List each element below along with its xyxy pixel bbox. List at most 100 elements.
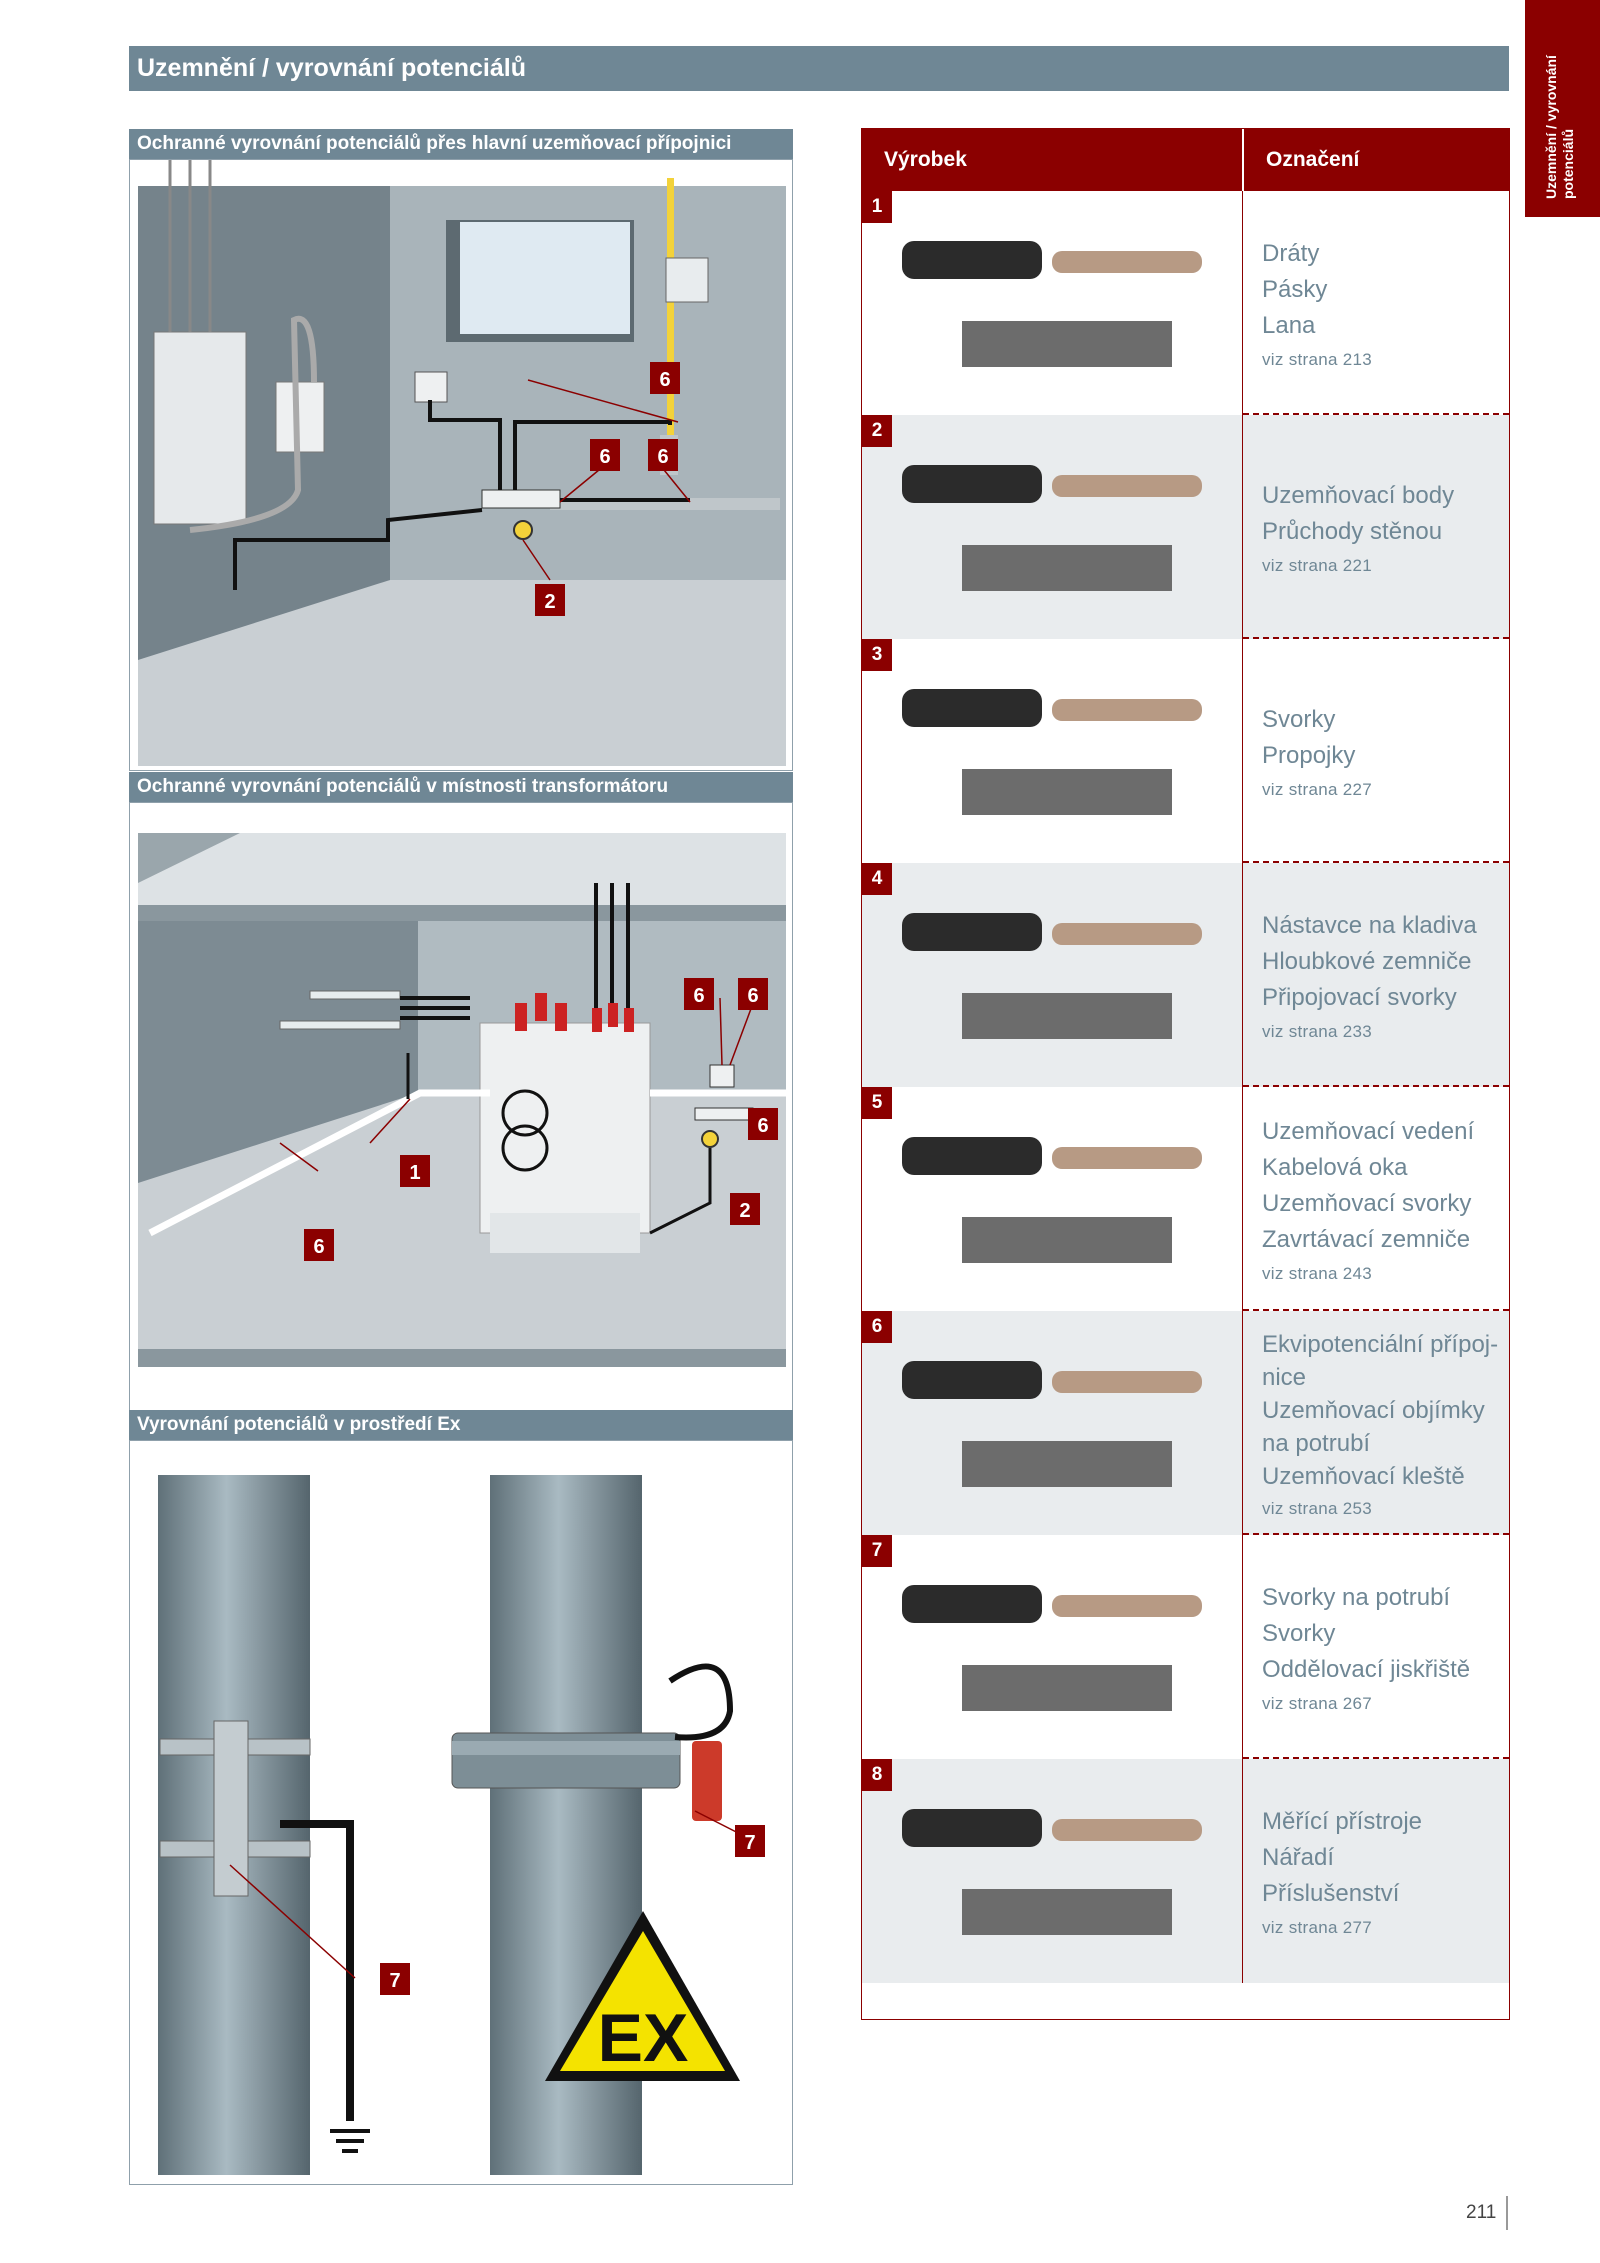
product-image bbox=[862, 639, 1243, 863]
product-photo-shape bbox=[962, 1665, 1172, 1711]
product-photo-shape bbox=[1052, 1595, 1202, 1617]
product-line: Hloubkové zemniče bbox=[1262, 948, 1472, 975]
product-photo-shape bbox=[962, 993, 1172, 1039]
section-side-tab[interactable]: Uzemnění / vyrovnání potenciálů bbox=[1525, 0, 1600, 217]
description-cell-background bbox=[1243, 1759, 1509, 1983]
figure-2-marker: 6 bbox=[313, 1236, 324, 1258]
product-line: Oddělovací jiskřiště bbox=[1262, 1656, 1471, 1683]
page-reference-link[interactable]: viz strana 221 bbox=[1262, 556, 1373, 575]
page-reference-link[interactable]: viz strana 243 bbox=[1262, 1264, 1373, 1283]
product-line: Ekvipotenciální přípoj- bbox=[1262, 1330, 1499, 1358]
product-line: Svorky na potrubí bbox=[1262, 1584, 1451, 1611]
header-divider bbox=[1242, 129, 1244, 191]
description-cell-background bbox=[1243, 863, 1509, 1087]
page-reference-link[interactable]: viz strana 213 bbox=[1262, 350, 1373, 369]
page-reference-link[interactable]: viz strana 267 bbox=[1262, 1694, 1373, 1713]
figure-3-illustration: EX 7 7 bbox=[129, 1440, 793, 2185]
product-photo-shape bbox=[1052, 251, 1202, 273]
figure-1-illustration: 6 6 6 2 bbox=[129, 159, 793, 771]
product-photo-shape bbox=[1052, 1819, 1202, 1841]
column-name-header: Označení bbox=[1266, 148, 1360, 171]
product-line: Měřící přístroje bbox=[1262, 1808, 1423, 1835]
product-photo-shape bbox=[902, 241, 1042, 279]
row-separator bbox=[1243, 1085, 1509, 1087]
product-image bbox=[862, 191, 1243, 415]
description-cell-background bbox=[1243, 415, 1509, 639]
product-row-number: 1 bbox=[862, 191, 892, 223]
product-image bbox=[862, 415, 1243, 639]
figure-2-marker: 2 bbox=[739, 1200, 750, 1222]
product-photo-shape bbox=[902, 689, 1042, 727]
figure-1-marker: 2 bbox=[544, 591, 555, 613]
figure-2-marker: 6 bbox=[747, 985, 758, 1007]
figure-2-illustration: 6 6 6 1 2 6 bbox=[129, 802, 793, 1412]
page-reference-link[interactable]: viz strana 277 bbox=[1262, 1918, 1373, 1937]
product-line: Nástavce na kladiva bbox=[1262, 912, 1477, 939]
product-photo-shape bbox=[962, 321, 1172, 367]
product-line: Svorky bbox=[1262, 706, 1336, 733]
product-photo-shape bbox=[902, 913, 1042, 951]
figure-1-caption: Ochranné vyrovnání potenciálů přes hlavn… bbox=[129, 129, 793, 159]
figure-1-marker: 6 bbox=[659, 369, 670, 391]
product-photo-shape bbox=[902, 1137, 1042, 1175]
page-reference-link[interactable]: viz strana 227 bbox=[1262, 780, 1373, 799]
page-reference-link[interactable]: viz strana 253 bbox=[1262, 1498, 1373, 1518]
side-tab-label: Uzemnění / vyrovnání potenciálů bbox=[1543, 55, 1576, 199]
product-row-number: 6 bbox=[862, 1311, 892, 1343]
row-separator bbox=[1243, 1757, 1509, 1759]
product-line: na potrubí bbox=[1262, 1429, 1371, 1457]
product-photo-shape bbox=[962, 769, 1172, 815]
product-line: Průchody stěnou bbox=[1262, 518, 1443, 545]
product-line: Nářadí bbox=[1262, 1844, 1335, 1871]
product-line: Příslušenství bbox=[1262, 1880, 1400, 1907]
product-row-number: 5 bbox=[862, 1087, 892, 1119]
product-photo-shape bbox=[962, 1217, 1172, 1263]
product-row-number: 3 bbox=[862, 639, 892, 671]
page-reference-link[interactable]: viz strana 233 bbox=[1262, 1022, 1373, 1041]
product-row-number: 2 bbox=[862, 415, 892, 447]
row-separator bbox=[1243, 1533, 1509, 1535]
row-separator bbox=[1243, 413, 1509, 415]
product-image bbox=[862, 1087, 1243, 1311]
product-line: Svorky bbox=[1262, 1620, 1336, 1647]
product-line: Lana bbox=[1262, 312, 1316, 339]
figure-3-marker: 7 bbox=[744, 1832, 755, 1854]
ex-warning-sign-text: EX bbox=[598, 2000, 689, 2076]
product-row-number: 7 bbox=[862, 1535, 892, 1567]
page-title: Uzemnění / vyrovnání potenciálů bbox=[129, 46, 1509, 91]
product-image bbox=[862, 1535, 1243, 1759]
product-line: nice bbox=[1262, 1363, 1307, 1391]
product-photo-shape bbox=[962, 1441, 1172, 1487]
product-photo-shape bbox=[902, 465, 1042, 503]
column-product-header: Výrobek bbox=[884, 148, 967, 171]
product-line: Uzemňovací svorky bbox=[1262, 1190, 1472, 1217]
figure-2-marker: 1 bbox=[409, 1162, 420, 1184]
figure-1-marker: 6 bbox=[657, 446, 668, 468]
figure-2-marker: 6 bbox=[757, 1115, 768, 1137]
row-separator bbox=[1243, 1309, 1509, 1311]
product-line: Propojky bbox=[1262, 742, 1356, 769]
product-line: Pásky bbox=[1262, 276, 1328, 303]
description-cell-background bbox=[1243, 1311, 1509, 1535]
product-photo-shape bbox=[962, 1889, 1172, 1935]
product-photo-shape bbox=[1052, 1147, 1202, 1169]
figure-2-caption: Ochranné vyrovnání potenciálů v místnost… bbox=[129, 772, 793, 802]
page-number: 211 bbox=[1466, 2202, 1497, 2223]
product-photo-shape bbox=[902, 1809, 1042, 1847]
figure-2-marker: 6 bbox=[693, 985, 704, 1007]
product-line: Uzemňovací kleště bbox=[1262, 1462, 1465, 1490]
product-photo-shape bbox=[1052, 475, 1202, 497]
